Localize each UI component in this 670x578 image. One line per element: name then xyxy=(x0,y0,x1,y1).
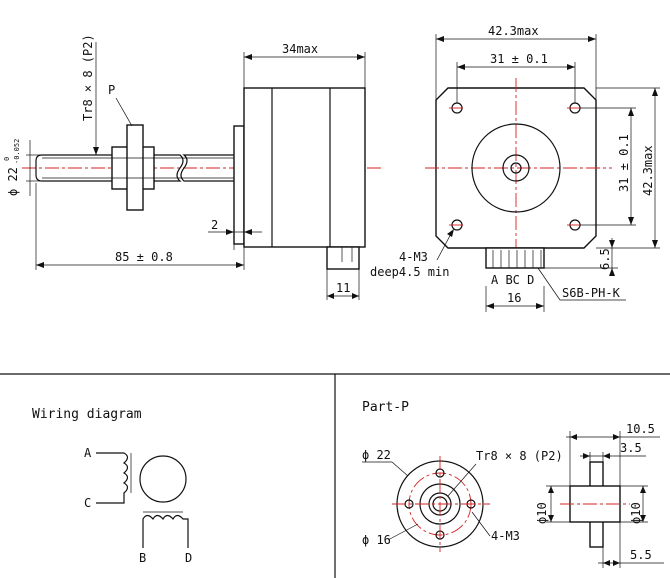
hole-spacing-h-label: 31 ± 0.1 xyxy=(490,52,548,66)
screw-depth-label: deep4.5 min xyxy=(370,265,449,279)
connector-part-label: S6B-PH-K xyxy=(562,286,621,300)
connector-front xyxy=(485,247,545,269)
dim-arrow xyxy=(652,88,658,96)
height-max-label: 42.3max xyxy=(641,145,655,196)
terminal-c: C xyxy=(84,496,91,510)
lead-screw-right xyxy=(180,154,237,182)
width-max-label: 42.3max xyxy=(488,24,539,38)
screw-spec-label: 4-M3 xyxy=(399,250,428,264)
wiring-diagram: Wiring diagram A C B D xyxy=(32,407,192,565)
dim-arrow xyxy=(652,240,658,248)
dim-arrow xyxy=(236,262,244,268)
shaft-tol-upper: 0 xyxy=(3,157,11,161)
bolt-circle-leader xyxy=(387,523,419,541)
dim-arrow xyxy=(628,217,634,225)
dim-arrow xyxy=(352,293,359,299)
dim-arrow xyxy=(613,434,620,440)
connector-part-leader xyxy=(537,267,561,301)
part-pointer-label: P xyxy=(108,83,115,97)
part-pointer-leader xyxy=(115,97,133,127)
coil-ac xyxy=(96,452,129,504)
thread-leader-arrow xyxy=(93,147,99,155)
dim-arrow xyxy=(548,515,554,522)
terminal-d: D xyxy=(185,551,192,565)
lead-screw xyxy=(35,154,184,182)
dim-arrow xyxy=(327,293,334,299)
dia-right-label: ϕ10 xyxy=(629,502,643,524)
hole-spacing-v-label: 31 ± 0.1 xyxy=(617,134,631,192)
part-outer-dia: ϕ 22 xyxy=(362,448,391,462)
screw-leader xyxy=(471,511,491,537)
side-view: Tr8 × 8 (P2) P ϕ 22 0 -0.052 34max 2 85 … xyxy=(3,34,382,300)
connector-spacing-label: 16 xyxy=(507,291,521,305)
shaft-inner-circle xyxy=(510,162,522,174)
connector-side xyxy=(326,246,360,270)
part-p-detail: Part-P ϕ 22 Tr8 × 8 (P2) ϕ 16 4-M3 xyxy=(362,400,664,568)
overall-length-label: 85 ± 0.8 xyxy=(115,250,173,264)
dim-arrow xyxy=(486,303,494,309)
shaft-dia-label: ϕ 22 xyxy=(6,167,20,196)
motor-body xyxy=(243,87,366,248)
rotor-circle xyxy=(139,455,187,503)
dim-arrow xyxy=(357,54,365,60)
dim-arrow xyxy=(583,453,590,459)
motor-face xyxy=(435,87,597,249)
dim-arrow xyxy=(536,303,544,309)
dim-arrow xyxy=(548,486,554,493)
part-p-title: Part-P xyxy=(362,400,409,415)
dim-arrow xyxy=(36,262,44,268)
shoulder-label: 2 xyxy=(211,218,218,232)
dim-arrow xyxy=(628,108,634,116)
dim-arrow xyxy=(226,229,234,235)
terminal-a: A xyxy=(84,446,92,460)
boss-circle xyxy=(471,123,561,213)
thread-leader xyxy=(447,463,477,497)
dim-arrow xyxy=(603,560,610,566)
thread-label: Tr8 × 8 (P2) xyxy=(81,34,95,121)
shaft-circle xyxy=(502,154,530,182)
hub-width-label: 5.5 xyxy=(630,548,652,562)
flange-width-label: 3.5 xyxy=(620,441,642,455)
dim-arrow xyxy=(588,36,596,42)
nut-flange xyxy=(126,124,144,211)
part-bolt-circle: ϕ 16 xyxy=(362,533,391,547)
shaft-tol-lower: -0.052 xyxy=(13,139,21,164)
dim-arrow xyxy=(244,54,252,60)
connector-width-label: 11 xyxy=(336,281,350,295)
front-view: A BC D 42.3max 31 ± 0.1 31 ± 0.1 42.3max xyxy=(370,24,660,312)
dim-arrow xyxy=(613,560,620,566)
dim-arrow xyxy=(609,240,615,248)
dim-arrow xyxy=(457,64,465,70)
dim-arrow xyxy=(603,453,610,459)
coil-bd xyxy=(142,514,189,548)
motor-boss xyxy=(233,125,245,245)
terminal-b: B xyxy=(139,551,146,565)
dim-arrow xyxy=(567,64,575,70)
connector-pins xyxy=(492,250,542,268)
overall-width-label: 10.5 xyxy=(626,422,655,436)
dim-arrow xyxy=(244,229,252,235)
outer-dia-leader xyxy=(391,461,409,477)
dim-arrow xyxy=(640,515,646,522)
part-screw-spec: 4-M3 xyxy=(491,529,520,543)
part-thread-label: Tr8 × 8 (P2) xyxy=(476,449,563,463)
dim-arrow xyxy=(570,434,577,440)
dim-arrow xyxy=(609,268,615,276)
connector-depth-label: 6.5 xyxy=(598,248,612,270)
dim-arrow xyxy=(436,36,444,42)
dim-arrow xyxy=(640,486,646,493)
dim-arrow xyxy=(447,229,454,237)
body-length-label: 34max xyxy=(282,42,318,56)
wiring-title: Wiring diagram xyxy=(32,407,142,422)
dia-left-label: ϕ10 xyxy=(535,502,549,524)
pin-labels: A BC D xyxy=(491,273,534,287)
